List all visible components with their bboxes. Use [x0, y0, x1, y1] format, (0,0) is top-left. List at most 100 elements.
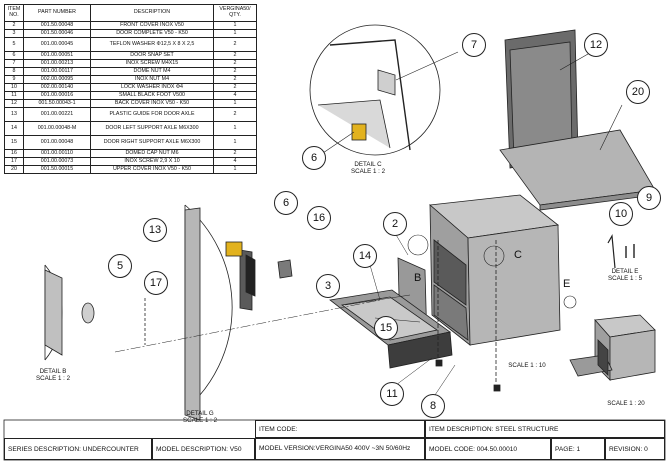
bom-cell-part: 002.00.00095: [23, 75, 91, 84]
bom-cell-part: 001.50.00043-1: [23, 99, 91, 108]
bom-cell-qty: 1: [213, 165, 257, 174]
bom-cell-part: 001.00.00221: [23, 107, 91, 122]
bom-cell-desc: LOCK WASHER INOX Φ4: [90, 83, 214, 92]
bom-cell-qty: 2: [213, 51, 257, 60]
bom-cell-qty: 1: [213, 21, 257, 30]
bom-cell-qty: 2: [213, 67, 257, 76]
bom-cell-part: 001.00.00051: [23, 51, 91, 60]
bill-of-materials-table: ITEM NO. PART NUMBER DESCRIPTION VERGINA…: [4, 4, 257, 174]
bom-cell-part: 001.00.00073: [23, 157, 91, 166]
bom-cell-qty: 2: [213, 107, 257, 122]
bom-cell-desc: TEFLON WASHER Φ12,5 X 8 X 2,5: [90, 37, 214, 52]
balloon-6-detail-c: 6: [302, 146, 326, 170]
bom-header-row: ITEM NO. PART NUMBER DESCRIPTION VERGINA…: [4, 4, 257, 22]
bom-cell-desc: DOME NUT M4: [90, 67, 214, 76]
bom-cell-desc: INOX NUT M4: [90, 75, 214, 84]
bom-cell-item: 6: [4, 51, 24, 60]
section-letter-e: E: [563, 278, 571, 290]
main-view-scale: SCALE 1 : 10: [508, 362, 546, 369]
section-letter-c: C: [514, 249, 522, 261]
bom-cell-desc: SMALL BLACK FOOT V500: [90, 91, 214, 100]
bom-cell-qty: 2: [213, 149, 257, 158]
bom-header-part: PART NUMBER: [23, 4, 91, 22]
small-view-scale: SCALE 1 : 20: [607, 400, 645, 407]
bom-cell-item: 20: [4, 165, 24, 174]
detail-e-scale: SCALE 1 : 5: [607, 275, 643, 283]
bom-cell-qty: 4: [213, 157, 257, 166]
bom-cell-part: 001.00.00213: [23, 59, 91, 68]
section-letter-b: B: [414, 272, 422, 284]
bom-cell-desc: DOMED CAP NUT M6: [90, 149, 214, 158]
balloon-3: 3: [316, 274, 340, 298]
bom-cell-desc: DOOR LEFT SUPPORT AXLE M6X300: [90, 121, 214, 136]
detail-e-label: DETAIL E SCALE 1 : 5: [595, 268, 655, 282]
bom-cell-qty: 1: [213, 135, 257, 150]
detail-g-title: DETAIL G: [186, 410, 214, 417]
bom-cell-desc: FRONT COVER INOX V50: [90, 21, 214, 30]
bom-cell-part: 001.00.00110: [23, 149, 91, 158]
bom-cell-part: 001.00.00016: [23, 91, 91, 100]
balloon-14: 14: [353, 244, 377, 268]
bom-cell-item: 11: [4, 91, 24, 100]
bom-cell-item: 13: [4, 107, 24, 122]
bom-cell-qty: 1: [213, 121, 257, 136]
bom-cell-item: 15: [4, 135, 24, 150]
bom-cell-part: 001.50.00046: [23, 29, 91, 38]
bom-cell-desc: PLASTIC GUIDE FOR DOOR AXLE: [90, 107, 214, 122]
bom-cell-item: 5: [4, 37, 24, 52]
detail-c-label: DETAIL C SCALE 1 : 2: [338, 161, 398, 175]
balloon-10: 10: [609, 202, 633, 226]
detail-b-title: DETAIL B: [39, 368, 67, 375]
bom-cell-qty: 2: [213, 75, 257, 84]
bom-cell-desc: UPPER COVER INOX V50 - K50: [90, 165, 214, 174]
bom-header-qty: VERGINA50/ QTY.: [213, 4, 257, 22]
balloon-17: 17: [144, 271, 168, 295]
detail-b-scale: SCALE 1 : 2: [35, 375, 71, 383]
bom-cell-part: 001.00.00048: [23, 135, 91, 150]
balloon-8: 8: [421, 394, 445, 418]
tb-model-description: MODEL DESCRIPTION: V50: [152, 438, 255, 460]
bom-cell-desc: DOOR RIGHT SUPPORT AXLE M6X300: [90, 135, 214, 150]
detail-g-arc: [184, 204, 233, 411]
tb-revision: REVISION: 0: [605, 438, 665, 460]
bom-cell-item: 9: [4, 75, 24, 84]
bom-cell-qty: 1: [213, 29, 257, 38]
bom-header-desc: DESCRIPTION: [90, 4, 214, 22]
bom-cell-desc: INOX SCREW M4X15: [90, 59, 214, 68]
bom-cell-qty: 2: [213, 37, 257, 52]
tb-series-description: SERIES DESCRIPTION: UNDERCOUNTER: [4, 438, 152, 460]
detail-c-circle: [309, 24, 441, 156]
detail-g-label: DETAIL G SCALE 1 : 2: [165, 410, 235, 424]
balloon-13: 13: [143, 218, 167, 242]
balloon-5: 5: [108, 254, 132, 278]
bom-cell-item: 3: [4, 29, 24, 38]
bom-cell-part: 001.50.00015: [23, 165, 91, 174]
bom-cell-item: 17: [4, 157, 24, 166]
tb-model-version: MODEL VERSION:VERGINA50 400V ~3N 50/60Hz: [255, 438, 425, 460]
balloon-12: 12: [584, 33, 608, 57]
bom-cell-desc: DOOR SNAP SET: [90, 51, 214, 60]
bom-header-item: ITEM NO.: [4, 4, 24, 22]
balloon-9: 9: [637, 186, 661, 210]
balloon-11: 11: [380, 382, 404, 406]
bom-cell-qty: 2: [213, 83, 257, 92]
tb-item-description: ITEM DESCRIPTION: STEEL STRUCTURE: [425, 420, 665, 438]
bom-cell-qty: 2: [213, 59, 257, 68]
bom-cell-item: 7: [4, 59, 24, 68]
bom-cell-desc: BACK COVER INOX V50 - K50: [90, 99, 214, 108]
bom-cell-part: 001.00.00045: [23, 37, 91, 52]
